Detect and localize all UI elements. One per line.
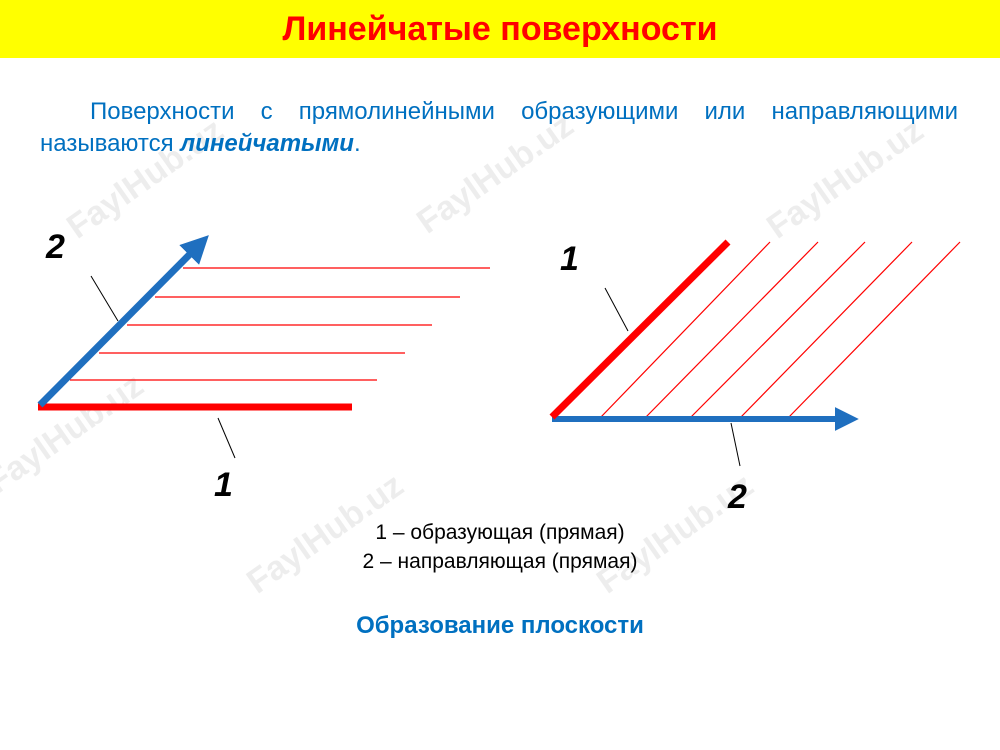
figure-caption: Образование плоскости [356, 612, 644, 639]
left-figure [37, 235, 490, 459]
left-directrix-arrow [37, 235, 209, 408]
right-generatrix-line [787, 241, 961, 419]
left-label-generatrix: 1 [214, 466, 233, 504]
right-generatrix-main [549, 239, 731, 420]
right-generatrix-line [644, 241, 819, 419]
left-leader-2 [90, 275, 119, 322]
intro-term: линейчатыми [180, 130, 354, 157]
legend-directrix: 2 – направляющая (прямая) [362, 550, 638, 573]
intro-paragraph: Поверхности с прямолинейными образующими… [40, 96, 958, 160]
intro-text: Поверхности с прямолинейными образующими… [40, 98, 958, 157]
right-generatrix-line [739, 241, 913, 419]
title-bar: Линейчатые поверхности [0, 0, 1000, 58]
right-label-directrix: 2 [728, 478, 747, 516]
left-label-directrix: 2 [46, 228, 65, 266]
right-generatrix-line [689, 241, 866, 419]
legend: 1 – образующая (прямая) 2 – направляющая… [0, 518, 1000, 576]
right-leader-1 [604, 287, 629, 332]
left-leader-1 [217, 417, 236, 459]
legend-generatrix: 1 – образующая (прямая) [375, 521, 625, 544]
intro-period: . [353, 130, 361, 157]
right-label-generatrix: 1 [560, 240, 579, 278]
slide-title: Линейчатые поверхности [282, 9, 718, 48]
right-leader-2 [730, 422, 741, 467]
right-generatrix-line [599, 241, 771, 419]
right-figure [549, 239, 961, 467]
